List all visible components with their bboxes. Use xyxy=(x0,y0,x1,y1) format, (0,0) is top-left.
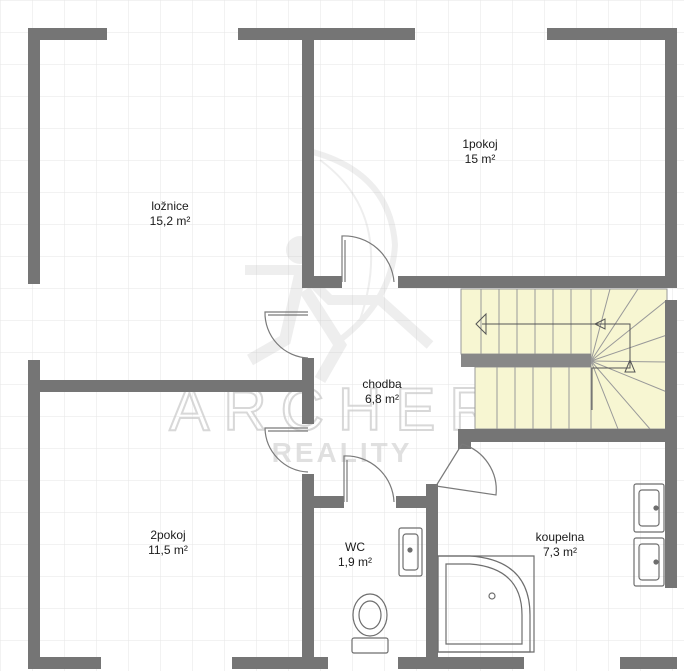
room-label-2pokoj: 2pokoj 11,5 m² xyxy=(118,528,218,558)
doors xyxy=(264,235,497,503)
walls xyxy=(28,28,677,669)
room-name-koupelna: koupelna xyxy=(535,530,585,544)
room-label-koupelna: koupelna 7,3 m² xyxy=(510,530,610,560)
room-area-2pokoj: 11,5 m² xyxy=(148,543,188,557)
watermark-text-reality: REALITY xyxy=(272,437,413,468)
room-area-koupelna: 7,3 m² xyxy=(542,545,577,559)
room-area-loznice: 15,2 m² xyxy=(149,214,191,228)
room-name-chodba: chodba xyxy=(362,377,402,391)
room-name-wc: WC xyxy=(345,540,365,554)
watermark-logo xyxy=(245,147,434,383)
room-name-2pokoj: 2pokoj xyxy=(150,528,186,542)
room-area-1pokoj: 15 m² xyxy=(464,152,496,166)
room-label-chodba: chodba 6,8 m² xyxy=(332,377,432,407)
room-name-loznice: ložnice xyxy=(151,199,189,213)
room-area-wc: 1,9 m² xyxy=(337,555,372,569)
bathroom-fixtures xyxy=(437,483,665,653)
room-area-chodba: 6,8 m² xyxy=(364,392,399,406)
room-label-loznice: ložnice 15,2 m² xyxy=(120,199,220,229)
wc-fixtures xyxy=(351,527,423,654)
staircase xyxy=(460,288,668,430)
room-label-wc: WC 1,9 m² xyxy=(320,540,390,570)
room-label-1pokoj: 1pokoj 15 m² xyxy=(430,137,530,167)
room-name-1pokoj: 1pokoj xyxy=(462,137,498,151)
